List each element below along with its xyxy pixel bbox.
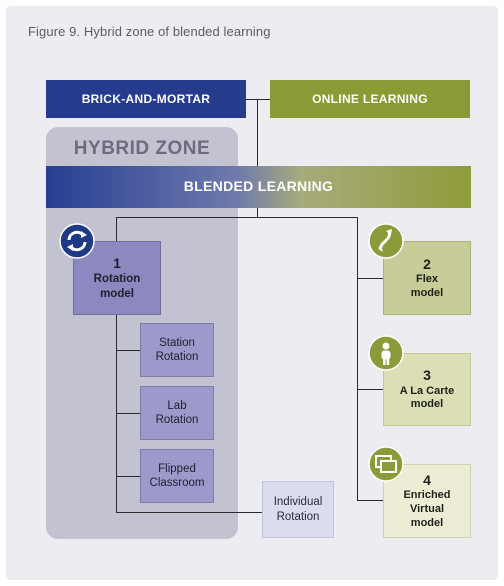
brick-and-mortar-label: BRICK-AND-MORTAR [81, 91, 211, 106]
rotation-model-name: Rotation model [93, 273, 141, 300]
windows-icon [368, 446, 404, 487]
flipped-classroom-label: Flipped Classroom [149, 462, 205, 489]
connector-to-flipped [116, 476, 140, 477]
blended-learning-bar: BLENDED LEARNING [46, 166, 471, 208]
individual-rotation-label: Individual Rotation [273, 496, 323, 523]
flipped-classroom-box: Flipped Classroom [140, 449, 214, 503]
connector-rotation-down [116, 217, 117, 241]
station-rotation-label: Station Rotation [155, 336, 199, 363]
person-icon [368, 335, 404, 376]
connector-to-flex [357, 278, 383, 279]
connector-to-individual [116, 512, 262, 513]
a-la-carte-model-name: A La Carte model [399, 384, 455, 411]
station-rotation-box: Station Rotation [140, 323, 214, 377]
a-la-carte-model-number: 3 [423, 367, 431, 383]
rotation-model-number: 1 [113, 254, 121, 271]
refresh-icon [59, 223, 95, 264]
connector-to-a-la-carte [357, 389, 383, 390]
connector-to-enriched-virtual [357, 500, 383, 501]
connector-rotation-trunk [116, 315, 117, 513]
flex-model-number: 2 [423, 255, 431, 272]
hybrid-zone-label: HYBRID ZONE [73, 138, 211, 159]
enriched-virtual-model-name: Enriched Virtual model [403, 489, 451, 529]
online-learning-bar: ONLINE LEARNING [270, 80, 470, 118]
connector-to-lab [116, 413, 140, 414]
blended-learning-label: BLENDED LEARNING [183, 178, 334, 195]
enriched-virtual-model-box: 4 Enriched Virtual model [383, 464, 471, 538]
brick-and-mortar-bar: BRICK-AND-MORTAR [46, 80, 246, 118]
connector-branch-horizontal [116, 217, 358, 218]
lab-rotation-box: Lab Rotation [140, 386, 214, 440]
connector-blended-down [257, 208, 258, 218]
figure-title: Figure 9. Hybrid zone of blended learnin… [28, 24, 271, 39]
flex-model-name: Flex model [410, 273, 444, 299]
online-learning-label: ONLINE LEARNING [312, 91, 428, 106]
connector-brick-to-online [246, 99, 270, 100]
enriched-virtual-model-number: 4 [423, 471, 431, 488]
connector-online-to-blended [257, 99, 258, 166]
connector-to-station [116, 350, 140, 351]
flex-icon [368, 223, 404, 264]
individual-rotation-box: Individual Rotation [262, 481, 334, 538]
connector-right-trunk [357, 217, 358, 501]
lab-rotation-label: Lab Rotation [155, 399, 199, 426]
